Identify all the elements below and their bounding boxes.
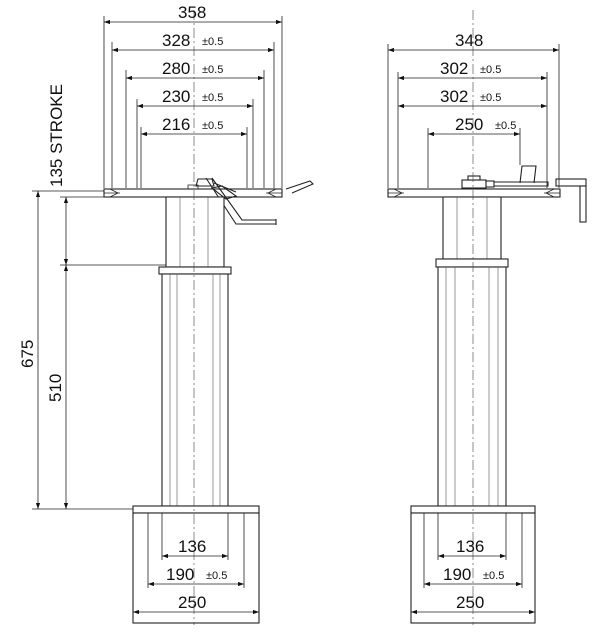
height-dimensions <box>32 190 133 510</box>
right-top-plate <box>387 188 561 198</box>
dim-136-right: 136 <box>456 537 484 556</box>
left-inner-tube <box>165 196 225 268</box>
dim-250: 250 <box>178 593 206 612</box>
dim-328: 328 <box>162 31 190 50</box>
dim-510: 510 <box>46 374 65 402</box>
dim-190-right: 190 <box>443 565 471 584</box>
right-crank-handle <box>461 165 587 223</box>
right-view: 348 302 ±0.5 302 ±0.5 250 ±0.5 136 190 ±… <box>387 10 587 625</box>
tol-302-a: ±0.5 <box>480 64 501 76</box>
right-bottom-dimensions <box>411 513 535 615</box>
tol-190: ±0.5 <box>206 570 227 582</box>
dim-250-right: 250 <box>456 593 484 612</box>
left-crank-handle <box>187 177 314 225</box>
dim-358: 358 <box>178 3 206 22</box>
dim-280: 280 <box>162 59 190 78</box>
left-top-dimensions <box>103 16 283 188</box>
dim-302-b: 302 <box>440 87 468 106</box>
right-inner-tube <box>442 196 502 260</box>
right-collar <box>435 258 509 268</box>
tol-190-right: ±0.5 <box>483 570 504 582</box>
dim-250-top: 250 <box>455 115 483 134</box>
tol-328: ±0.5 <box>202 36 223 48</box>
dim-348: 348 <box>455 31 483 50</box>
dim-216: 216 <box>162 115 190 134</box>
right-outer-tube <box>437 266 507 507</box>
dim-230: 230 <box>162 87 190 106</box>
dim-302-a: 302 <box>440 59 468 78</box>
tol-280: ±0.5 <box>202 64 223 76</box>
tol-216: ±0.5 <box>202 120 223 132</box>
left-bottom-dimensions <box>132 513 259 623</box>
left-outer-tube <box>161 273 229 507</box>
dim-675: 675 <box>18 340 37 368</box>
dim-190: 190 <box>166 565 194 584</box>
dim-136: 136 <box>178 537 206 556</box>
stroke-label: 135 STROKE <box>47 84 66 187</box>
tol-250-top: ±0.5 <box>495 120 516 132</box>
right-top-dimensions <box>387 44 560 188</box>
left-foot-plate <box>132 505 260 624</box>
left-view: 358 328 ±0.5 280 ±0.5 230 ±0.5 216 ±0.5 … <box>18 3 314 625</box>
stroke-dimension <box>60 196 166 266</box>
tol-230: ±0.5 <box>202 92 223 104</box>
tol-302-b: ±0.5 <box>480 92 501 104</box>
left-top-plate <box>103 188 283 198</box>
left-collar <box>158 266 232 275</box>
